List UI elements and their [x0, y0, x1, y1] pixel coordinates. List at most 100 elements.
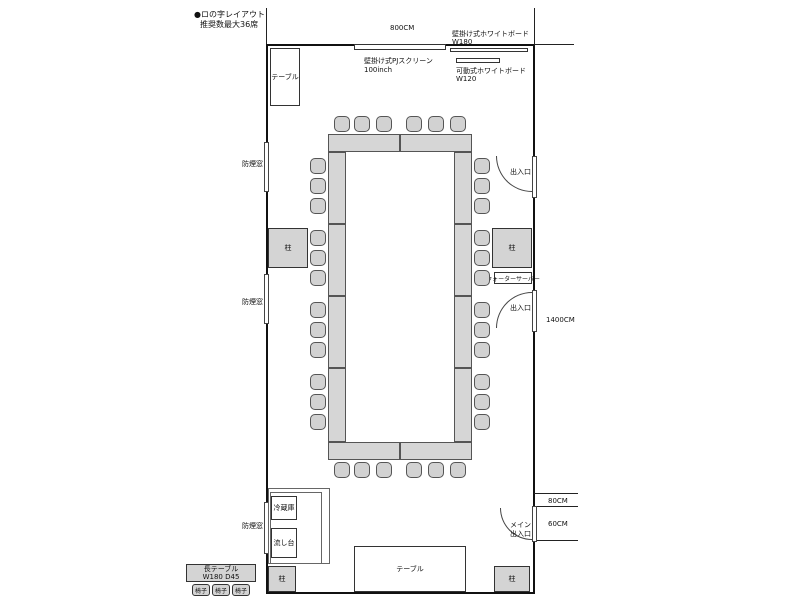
- chair: [474, 374, 490, 390]
- wall-whiteboard-label: 壁掛け式ホワイトボード: [452, 30, 529, 38]
- kitchen-inner: [270, 492, 322, 564]
- pillar-bottom-right: 柱: [494, 566, 530, 592]
- side-table-top-left: テーブル: [270, 48, 300, 106]
- chair: [428, 116, 444, 132]
- dim-height-label: 1400CM: [546, 316, 575, 324]
- projector-screen: [354, 44, 446, 50]
- chair: [474, 302, 490, 318]
- projector-screen-label: 壁掛け式PJスクリーン: [364, 57, 433, 65]
- layout-title: ●ロの字レイアウト: [194, 10, 265, 19]
- dim-width-label: 800CM: [390, 24, 415, 32]
- side-table-label: テーブル: [271, 73, 299, 81]
- seating-capacity: 推奨数最大36席: [200, 20, 259, 29]
- table-left-3: [328, 296, 346, 368]
- door-right-1: [532, 156, 537, 198]
- chair: [310, 374, 326, 390]
- door-right-2-label: 出入口: [510, 304, 531, 312]
- chair: [474, 198, 490, 214]
- chair: [474, 322, 490, 338]
- chair: [474, 394, 490, 410]
- table-right-4: [454, 368, 472, 442]
- window-left-2-label: 防煙窓: [242, 298, 263, 306]
- dim-ext-right-3: [534, 540, 578, 541]
- movable-whiteboard-label: 可動式ホワイトボード: [456, 67, 526, 75]
- chair: [450, 462, 466, 478]
- chair: [474, 158, 490, 174]
- chair: [376, 462, 392, 478]
- pillar-left-label: 柱: [284, 244, 292, 252]
- window-left-2: [264, 274, 269, 324]
- pillar-right-label: 柱: [508, 244, 516, 252]
- table-right-3: [454, 296, 472, 368]
- chair: [310, 322, 326, 338]
- legend-long-table-size: W180 D45: [202, 573, 240, 581]
- table-top-1: [328, 134, 400, 152]
- wall-whiteboard: [450, 48, 528, 52]
- water-server: ウォーターサーバー: [486, 272, 540, 284]
- pillar-bottom-left-label: 柱: [278, 575, 286, 583]
- chair: [354, 462, 370, 478]
- chair: [334, 116, 350, 132]
- legend-chair-2: 椅子: [212, 584, 230, 596]
- chair: [406, 462, 422, 478]
- bottom-table-label: テーブル: [396, 565, 424, 573]
- legend-long-table-label: 長テーブル: [203, 565, 239, 573]
- wall-whiteboard-size: W180: [452, 38, 473, 46]
- dim-ext-right-1: [534, 493, 578, 494]
- main-door: [532, 506, 537, 542]
- chair: [474, 342, 490, 358]
- pillar-left: 柱: [268, 228, 308, 268]
- dim-ext-line-right: [534, 8, 535, 44]
- door-right-2: [532, 290, 537, 332]
- table-left-2: [328, 224, 346, 296]
- chair: [376, 116, 392, 132]
- dim-ext-right-2: [534, 506, 578, 507]
- water-server-label: ウォーターサーバー: [486, 275, 540, 283]
- chair: [310, 250, 326, 266]
- chair: [354, 116, 370, 132]
- main-door-label-1: メイン: [510, 521, 531, 529]
- chair: [334, 462, 350, 478]
- chair: [310, 270, 326, 286]
- chair: [310, 302, 326, 318]
- chair: [310, 198, 326, 214]
- table-left-1: [328, 152, 346, 224]
- table-bottom-1: [328, 442, 400, 460]
- dim-60-label: 60CM: [548, 520, 568, 528]
- sink: 流し台: [271, 528, 297, 558]
- table-top-2: [400, 134, 472, 152]
- chair: [474, 230, 490, 246]
- dim-80-label: 80CM: [548, 497, 568, 505]
- table-right-2: [454, 224, 472, 296]
- dim-ext-top-right: [534, 44, 574, 45]
- chair: [310, 158, 326, 174]
- main-door-label-2: 出入口: [510, 530, 531, 538]
- legend-chair-1: 椅子: [192, 584, 210, 596]
- chair: [428, 462, 444, 478]
- chair: [474, 414, 490, 430]
- bottom-table: テーブル: [354, 546, 466, 592]
- projector-screen-size: 100inch: [364, 66, 393, 74]
- fridge-label: 冷蔵庫: [273, 504, 295, 512]
- pillar-bottom-right-label: 柱: [508, 575, 516, 583]
- chair: [474, 250, 490, 266]
- chair: [474, 178, 490, 194]
- legend-chair-label: 椅子: [194, 587, 207, 595]
- movable-whiteboard: [456, 58, 500, 63]
- door-right-1-label: 出入口: [510, 168, 531, 176]
- table-bottom-2: [400, 442, 472, 460]
- chair: [310, 394, 326, 410]
- table-left-4: [328, 368, 346, 442]
- window-left-3-label: 防煙窓: [242, 522, 263, 530]
- legend-long-table: 長テーブル W180 D45: [186, 564, 256, 582]
- chair: [450, 116, 466, 132]
- pillar-bottom-left: 柱: [268, 566, 296, 592]
- chair: [310, 230, 326, 246]
- legend-chair-label: 椅子: [234, 587, 247, 595]
- window-left-1: [264, 142, 269, 192]
- chair: [310, 414, 326, 430]
- dim-ext-line-left: [266, 8, 267, 44]
- sink-label: 流し台: [273, 539, 295, 547]
- chair: [474, 270, 490, 286]
- window-left-1-label: 防煙窓: [242, 160, 263, 168]
